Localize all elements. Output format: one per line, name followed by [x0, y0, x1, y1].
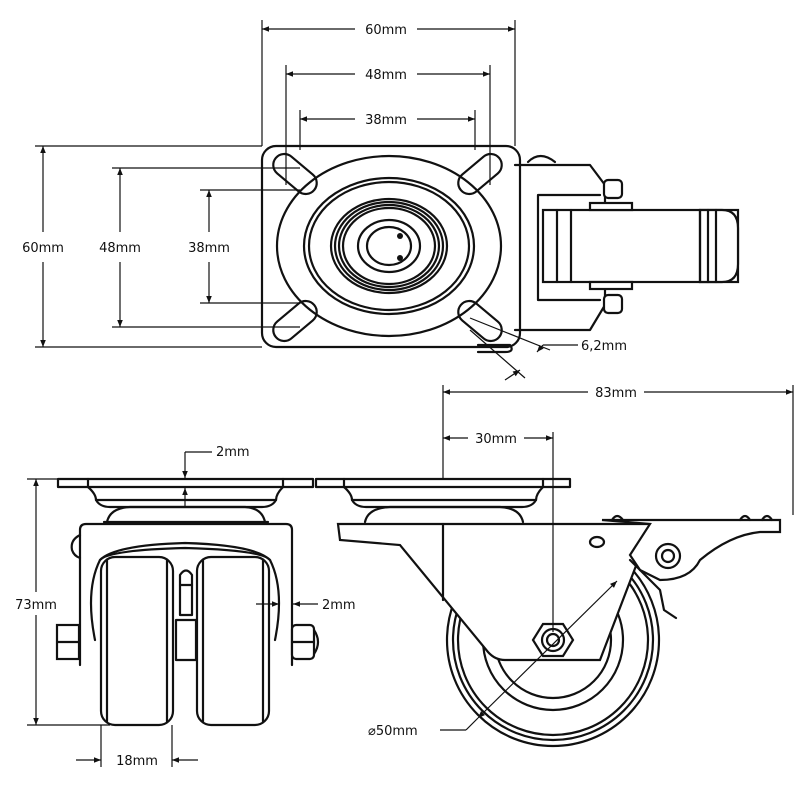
- dim-offset: 30mm: [475, 432, 517, 447]
- mounting-plate-front: [56, 477, 315, 489]
- mounting-plate-side: [314, 477, 572, 489]
- side-view: 83mm 30mm ⌀50mm: [314, 385, 794, 748]
- front-view: 2mm 73mm 2mm 18mm: [15, 445, 356, 769]
- mounting-plate-top: [260, 144, 522, 349]
- brake-pedal-top: [513, 154, 740, 332]
- dim-hole-pitch-outer-v: 48mm: [99, 241, 141, 256]
- dim-plate-thickness: 2mm: [216, 445, 250, 460]
- brake-lever-side: [601, 518, 782, 582]
- mount-slots: [272, 152, 503, 343]
- top-view: 60mm 48mm 38mm 60mm 48mm 38mm 6,2mm: [22, 20, 740, 381]
- dim-hole-pitch-inner-h: 38mm: [365, 113, 407, 128]
- swivel-bearing-rings: [275, 154, 503, 338]
- dim-plate-width: 60mm: [365, 23, 407, 38]
- dim-total-height: 73mm: [15, 598, 57, 613]
- dim-slot-width: 6,2mm: [581, 339, 627, 354]
- dim-wheel-diameter: ⌀50mm: [368, 724, 418, 739]
- dim-wheel-width: 18mm: [116, 754, 158, 769]
- dim-hole-pitch-outer-h: 48mm: [365, 68, 407, 83]
- fork-front: [78, 522, 294, 667]
- wheel-left: [99, 555, 175, 727]
- wheel-right: [195, 555, 271, 727]
- fork-side: [336, 522, 654, 662]
- dim-total-length: 83mm: [595, 386, 637, 401]
- dim-fork-thickness: 2mm: [322, 598, 356, 613]
- dim-plate-height: 60mm: [22, 241, 64, 256]
- dim-hole-pitch-inner-v: 38mm: [188, 241, 230, 256]
